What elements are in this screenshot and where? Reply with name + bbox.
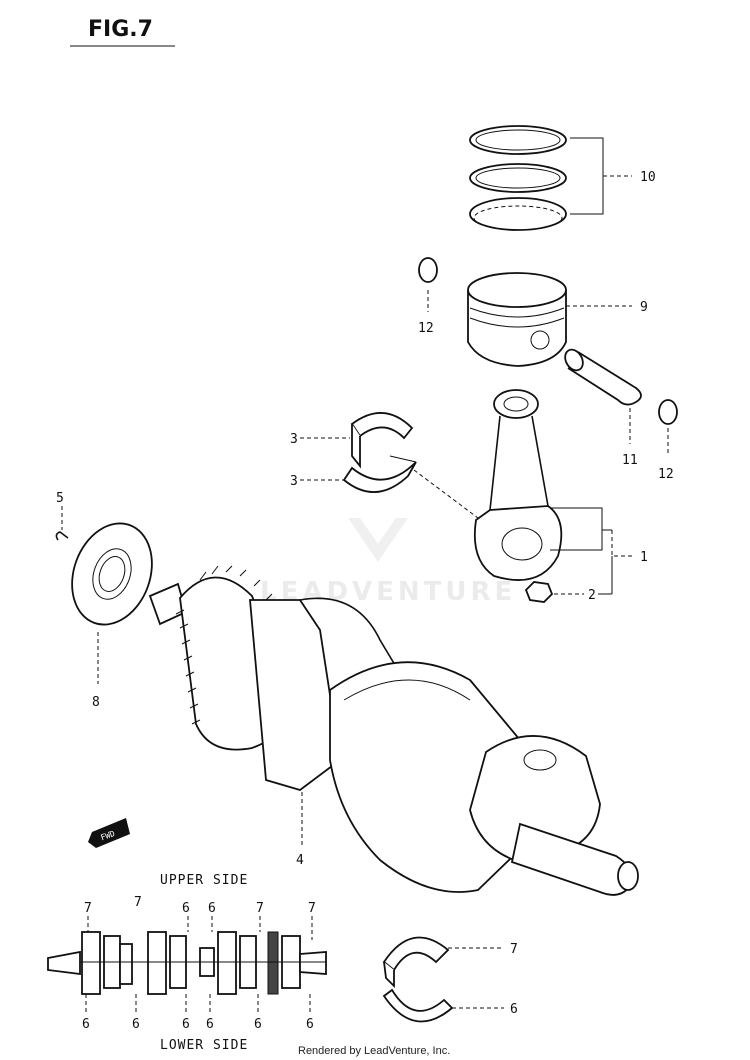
lower-label-4: 6 xyxy=(206,1017,214,1032)
piston xyxy=(467,272,567,367)
upper-label-6: 7 xyxy=(308,901,316,916)
upper-labels: 7 7 6 6 7 7 xyxy=(84,895,316,916)
lower-label-6: 6 xyxy=(306,1017,314,1032)
rod-nut xyxy=(524,581,554,603)
callout-4: 4 xyxy=(296,853,304,868)
piston-pin xyxy=(564,348,642,406)
leader-1a xyxy=(550,507,603,551)
callout-10: 10 xyxy=(640,170,656,185)
lower-label-3: 6 xyxy=(182,1017,190,1032)
callout-8: 8 xyxy=(92,695,100,710)
upper-label-5: 7 xyxy=(256,901,264,916)
upper-label-3: 6 xyxy=(182,901,190,916)
upper-label-1: 7 xyxy=(84,901,92,916)
connecting-rod xyxy=(473,389,563,581)
callout-12b: 12 xyxy=(658,467,674,482)
rod-bearing-lower xyxy=(342,455,417,493)
leader-bearing-rod xyxy=(413,469,479,519)
crankshaft xyxy=(148,565,639,896)
callout-1: 1 xyxy=(640,550,648,565)
lower-label-2: 6 xyxy=(132,1017,140,1032)
crankshaft-schematic xyxy=(47,931,327,995)
upper-side-caption: UPPER SIDE xyxy=(160,873,248,888)
leader-1c xyxy=(611,530,632,557)
main-bearing-lower xyxy=(382,988,454,1023)
leader-10 xyxy=(570,137,604,215)
upper-leaders xyxy=(87,916,313,940)
credit-text: Rendered by LeadVenture, Inc. xyxy=(298,1045,450,1057)
lower-labels: 6 6 6 6 6 6 xyxy=(82,1017,314,1032)
callout-2: 2 xyxy=(588,588,596,603)
piston-rings xyxy=(469,125,567,231)
callout-6: 6 xyxy=(510,1002,518,1017)
upper-label-2: 7 xyxy=(134,895,142,910)
callout-3a: 3 xyxy=(290,432,298,447)
oil-seal xyxy=(71,522,153,626)
circlip-left xyxy=(418,257,438,283)
dowel-pin xyxy=(55,531,69,541)
forward-arrow-icon: FWD xyxy=(88,818,130,848)
lower-label-5: 6 xyxy=(254,1017,262,1032)
rod-bearing-upper xyxy=(350,412,414,469)
callout-11: 11 xyxy=(622,453,638,468)
callout-9: 9 xyxy=(640,300,648,315)
lower-leaders xyxy=(85,994,311,1012)
callout-3b: 3 xyxy=(290,474,298,489)
callout-7: 7 xyxy=(510,942,518,957)
lower-side-caption: LOWER SIDE xyxy=(160,1038,248,1053)
main-bearing-upper xyxy=(382,936,450,989)
figure-title: FIG.7 xyxy=(88,17,153,42)
callout-5: 5 xyxy=(56,491,64,506)
circlip-right xyxy=(658,399,678,425)
lower-label-1: 6 xyxy=(82,1017,90,1032)
upper-label-4: 6 xyxy=(208,901,216,916)
callout-12a: 12 xyxy=(418,321,434,336)
